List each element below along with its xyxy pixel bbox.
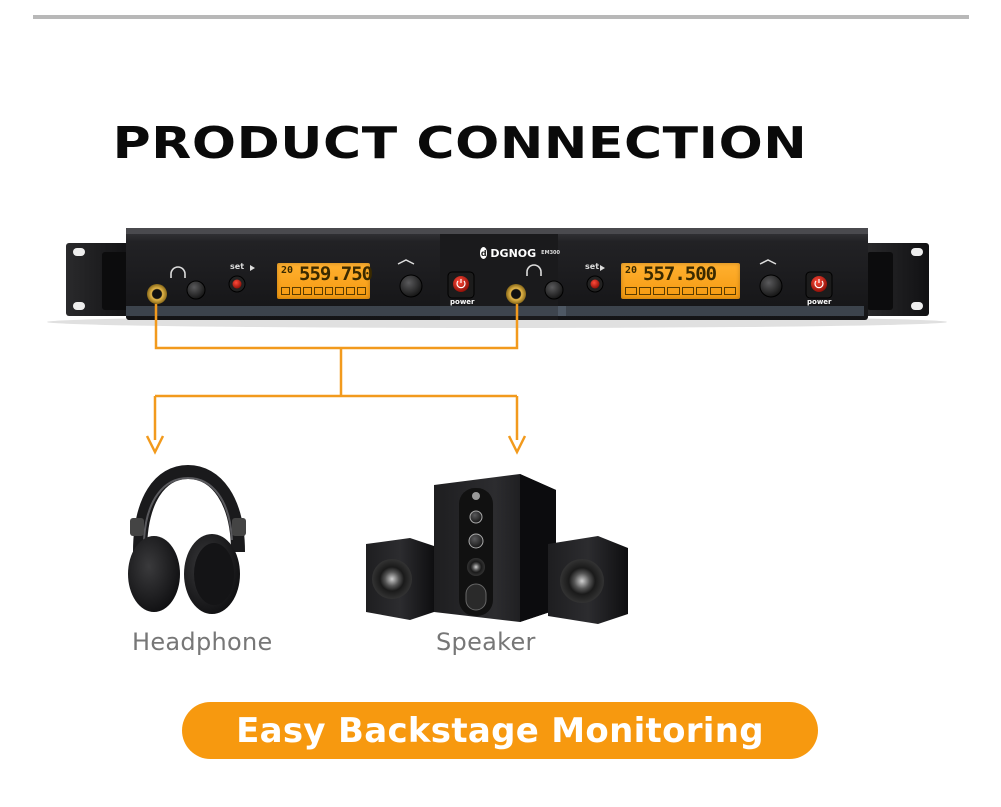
headphone-icon (128, 464, 246, 614)
brand-logo: d DGNOG EM300 (480, 244, 560, 262)
connection-lines (153, 304, 519, 440)
lcd-level-meter (625, 287, 736, 296)
brand-name: DGNOG (490, 246, 537, 260)
page-title: PRODUCT CONNECTION (112, 118, 808, 169)
set-button-2[interactable] (590, 279, 600, 289)
headphone-jack-label-icon (170, 266, 186, 278)
channel-2-controls (506, 259, 833, 304)
lcd-frequency: 559.750 (299, 263, 373, 285)
headphone-jack-label-icon (526, 264, 542, 276)
set-label-1: set (230, 262, 245, 271)
power-icon (456, 279, 466, 289)
set-label-2: set (585, 262, 600, 271)
play-arrow-icon (600, 265, 605, 271)
power-label-1: power (450, 298, 475, 306)
top-divider (33, 15, 969, 19)
headphone-jack-2[interactable] (506, 284, 526, 304)
lcd-channel: 20 (625, 265, 638, 276)
rotate-arrows-icon (759, 259, 777, 265)
volume-knob-1[interactable] (186, 280, 206, 300)
lcd-frequency: 557.500 (643, 263, 717, 285)
headphone-label: Headphone (132, 628, 273, 656)
lcd-level-meter (281, 287, 366, 296)
rack-ear-right (863, 243, 929, 316)
rotate-arrows-icon (397, 259, 415, 265)
volume-knob-2[interactable] (544, 280, 564, 300)
power-button-2[interactable] (811, 276, 827, 292)
power-button-1[interactable] (453, 276, 469, 292)
model-number: EM300 (541, 250, 560, 256)
speaker-system-icon (366, 474, 628, 624)
headphone-jack-1[interactable] (147, 284, 167, 304)
tagline-banner: Easy Backstage Monitoring (182, 702, 818, 759)
brand-mark-icon: d (480, 247, 488, 259)
arrow-down-icon (145, 435, 165, 455)
speaker-label: Speaker (436, 628, 536, 656)
tagline-text: Easy Backstage Monitoring (236, 710, 764, 751)
power-icon (814, 279, 824, 289)
lcd-channel: 20 (281, 265, 294, 276)
rack-ear-left (66, 243, 132, 316)
power-label-2: power (807, 298, 832, 306)
play-arrow-icon (250, 265, 255, 271)
arrow-down-icon (507, 435, 527, 455)
channel-1-controls (147, 259, 475, 304)
lcd-display-1: 20 559.750 (277, 263, 373, 299)
lcd-display-2: 20 557.500 (621, 263, 740, 299)
set-button-1[interactable] (232, 279, 242, 289)
select-knob-2[interactable] (759, 274, 783, 298)
select-knob-1[interactable] (399, 274, 423, 298)
